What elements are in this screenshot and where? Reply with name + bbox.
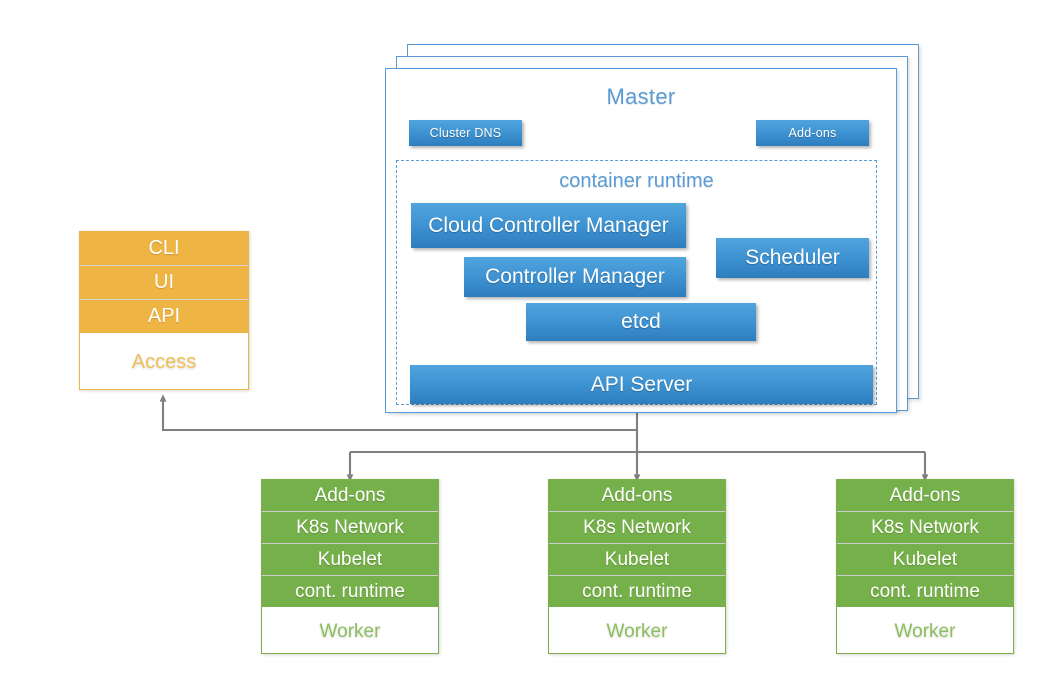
worker-1-footer-label: Worker (319, 620, 381, 642)
worker-3-layer-addons[interactable]: Add-ons (837, 480, 1013, 512)
scheduler-box[interactable]: Scheduler (716, 238, 869, 278)
worker-3-layer-cont-runtime[interactable]: cont. runtime (837, 576, 1013, 607)
worker-3-layer-k8s-network[interactable]: K8s Network (837, 512, 1013, 544)
cloud-controller-manager-box[interactable]: Cloud Controller Manager (411, 203, 686, 248)
etcd-box[interactable]: etcd (526, 303, 756, 341)
access-layer-api[interactable]: API (80, 300, 248, 333)
controller-manager-box[interactable]: Controller Manager (464, 257, 686, 297)
worker-2-layer-cont-runtime[interactable]: cont. runtime (549, 576, 725, 607)
worker-1-layer-cont-runtime[interactable]: cont. runtime (262, 576, 438, 607)
access-stack: CLI UI API Access (79, 231, 249, 390)
master-title: Master (606, 84, 676, 109)
worker-2-layer-addons[interactable]: Add-ons (549, 480, 725, 512)
cluster-dns-box[interactable]: Cluster DNS (409, 120, 522, 146)
worker-1-layer-addons[interactable]: Add-ons (262, 480, 438, 512)
worker-3-layer-kubelet[interactable]: Kubelet (837, 544, 1013, 576)
access-layer-ui[interactable]: UI (80, 266, 248, 300)
master-addons-box[interactable]: Add-ons (756, 120, 869, 146)
worker-3-footer-label: Worker (894, 620, 956, 642)
worker-2-layer-k8s-network[interactable]: K8s Network (549, 512, 725, 544)
worker-node-3: Add-ons K8s Network Kubelet cont. runtim… (836, 479, 1014, 654)
worker-2-layer-kubelet[interactable]: Kubelet (549, 544, 725, 576)
api-server-box[interactable]: API Server (410, 365, 873, 404)
worker-1-layer-kubelet[interactable]: Kubelet (262, 544, 438, 576)
worker-node-1: Add-ons K8s Network Kubelet cont. runtim… (261, 479, 439, 654)
worker-1-layer-k8s-network[interactable]: K8s Network (262, 512, 438, 544)
worker-node-2: Add-ons K8s Network Kubelet cont. runtim… (548, 479, 726, 654)
access-footer-label: Access (131, 350, 197, 373)
access-layer-cli[interactable]: CLI (80, 232, 248, 266)
container-runtime-title: container runtime (559, 169, 714, 192)
worker-2-footer-label: Worker (606, 620, 668, 642)
